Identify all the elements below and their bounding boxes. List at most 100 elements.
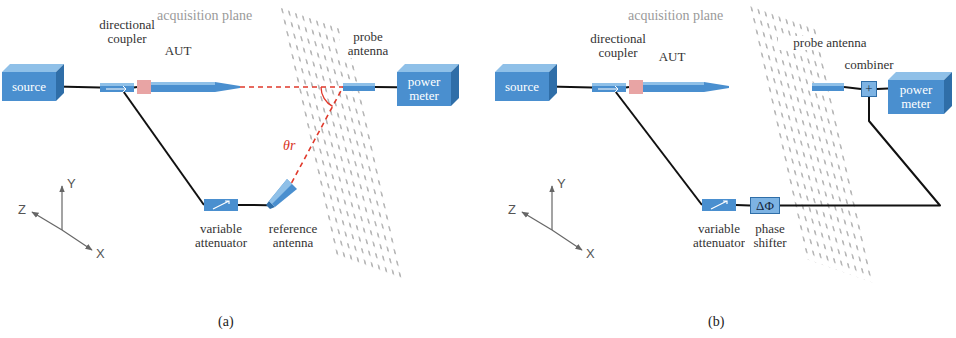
aut-body	[151, 82, 215, 92]
power-meter-box: power meter	[397, 72, 451, 106]
probe-top	[343, 83, 375, 86]
axis-label: X	[586, 246, 595, 261]
coupler-top	[592, 83, 626, 86]
box-top	[2, 64, 64, 72]
probe-body	[812, 83, 844, 91]
x-axis	[552, 230, 582, 250]
y-axis	[61, 186, 62, 230]
component-label: directional coupler	[586, 32, 650, 60]
component-shape	[629, 80, 729, 94]
coupler-arrow	[598, 86, 618, 92]
coupler-body	[592, 83, 626, 92]
box-front	[495, 72, 549, 101]
component-label: directional coupler	[95, 18, 159, 46]
component-label: variable attenuator	[688, 222, 750, 250]
signal-ray	[240, 86, 343, 88]
signal-ray	[292, 87, 343, 183]
source-box: source	[2, 72, 56, 101]
component-label: reference antenna	[262, 222, 324, 250]
x-axis	[62, 230, 92, 250]
axis-label: X	[96, 246, 105, 261]
directional-coupler: directional coupler	[100, 83, 134, 92]
component-shape	[137, 80, 240, 94]
component-body	[751, 198, 780, 214]
z-axis	[522, 212, 552, 230]
y-axis	[551, 186, 552, 230]
angle-arc	[321, 87, 333, 106]
aut-top	[643, 82, 704, 85]
antenna-under-test: AUT	[629, 80, 729, 94]
component-shape	[702, 199, 736, 211]
coax-cable	[626, 86, 629, 89]
coupler-top	[100, 83, 134, 86]
attenuator-body	[204, 199, 238, 211]
horn-face	[269, 179, 292, 204]
aut-body	[643, 82, 704, 92]
component-shape	[204, 199, 238, 211]
angle-label: θr	[283, 138, 295, 154]
coax-cable	[134, 86, 137, 89]
component-label: AUT	[158, 44, 198, 58]
coax-cable	[616, 92, 702, 205]
combiner: combiner+	[861, 81, 877, 97]
source-box: source	[495, 72, 549, 101]
box-text: source	[12, 80, 46, 94]
probe-antenna: probe antenna	[343, 83, 375, 91]
symbol-text: +	[865, 82, 872, 96]
box-top	[888, 72, 952, 80]
probe-top	[812, 83, 844, 86]
aut-taper	[704, 82, 729, 92]
component-label: probe antenna	[778, 36, 882, 50]
antenna-under-test: AUT	[137, 80, 240, 94]
box-front	[2, 72, 56, 101]
box-side	[549, 64, 557, 101]
axis-label: Z	[18, 202, 26, 217]
component-shape	[592, 83, 626, 92]
box-side	[944, 72, 952, 114]
component-shape	[343, 83, 375, 91]
component-body	[862, 82, 877, 97]
box-front	[888, 80, 944, 114]
coax-cable	[844, 87, 861, 89]
component-label: probe antenna	[340, 30, 396, 58]
box-top	[397, 64, 459, 72]
variable-attenuator: variable attenuator	[204, 199, 238, 211]
coax-cable	[375, 86, 397, 88]
attenuator-body	[702, 199, 736, 211]
aut-top	[151, 82, 215, 85]
coax-cable	[238, 204, 268, 206]
reference-antenna: reference antenna	[266, 178, 298, 210]
box-side	[451, 64, 459, 106]
aut-taper	[215, 82, 240, 92]
aut-flange	[629, 80, 643, 94]
component-label: phase shifter	[745, 222, 795, 250]
box-text: power meter	[401, 75, 447, 103]
box-top	[495, 64, 557, 72]
aut-flange	[137, 80, 151, 94]
power-meter-box: power meter	[888, 80, 944, 114]
component-label: combiner	[838, 58, 900, 72]
axis-label: Y	[67, 176, 76, 191]
component-shape	[812, 83, 844, 91]
attenuator-symbol	[213, 201, 229, 209]
horn-flare	[269, 179, 297, 207]
attenuator-symbol	[711, 201, 727, 209]
coax-cable	[736, 204, 750, 207]
box-text: power meter	[892, 83, 940, 111]
coupler-body	[100, 83, 134, 92]
box-side	[56, 64, 64, 101]
directional-coupler: directional coupler	[592, 83, 626, 92]
subfigure-label: (a)	[218, 314, 234, 330]
probe-antenna: probe antenna	[812, 83, 844, 91]
component-label: variable attenuator	[190, 222, 252, 250]
plane-label: acquisition plane	[157, 8, 252, 24]
plane-label: acquisition plane	[628, 8, 723, 24]
box-text: source	[505, 80, 539, 94]
coax-cable	[877, 88, 888, 91]
axis-label: Z	[508, 202, 516, 217]
coupler-arrow	[106, 86, 126, 92]
subfigure-label: (b)	[708, 314, 724, 330]
variable-attenuator: variable attenuator	[702, 199, 736, 211]
